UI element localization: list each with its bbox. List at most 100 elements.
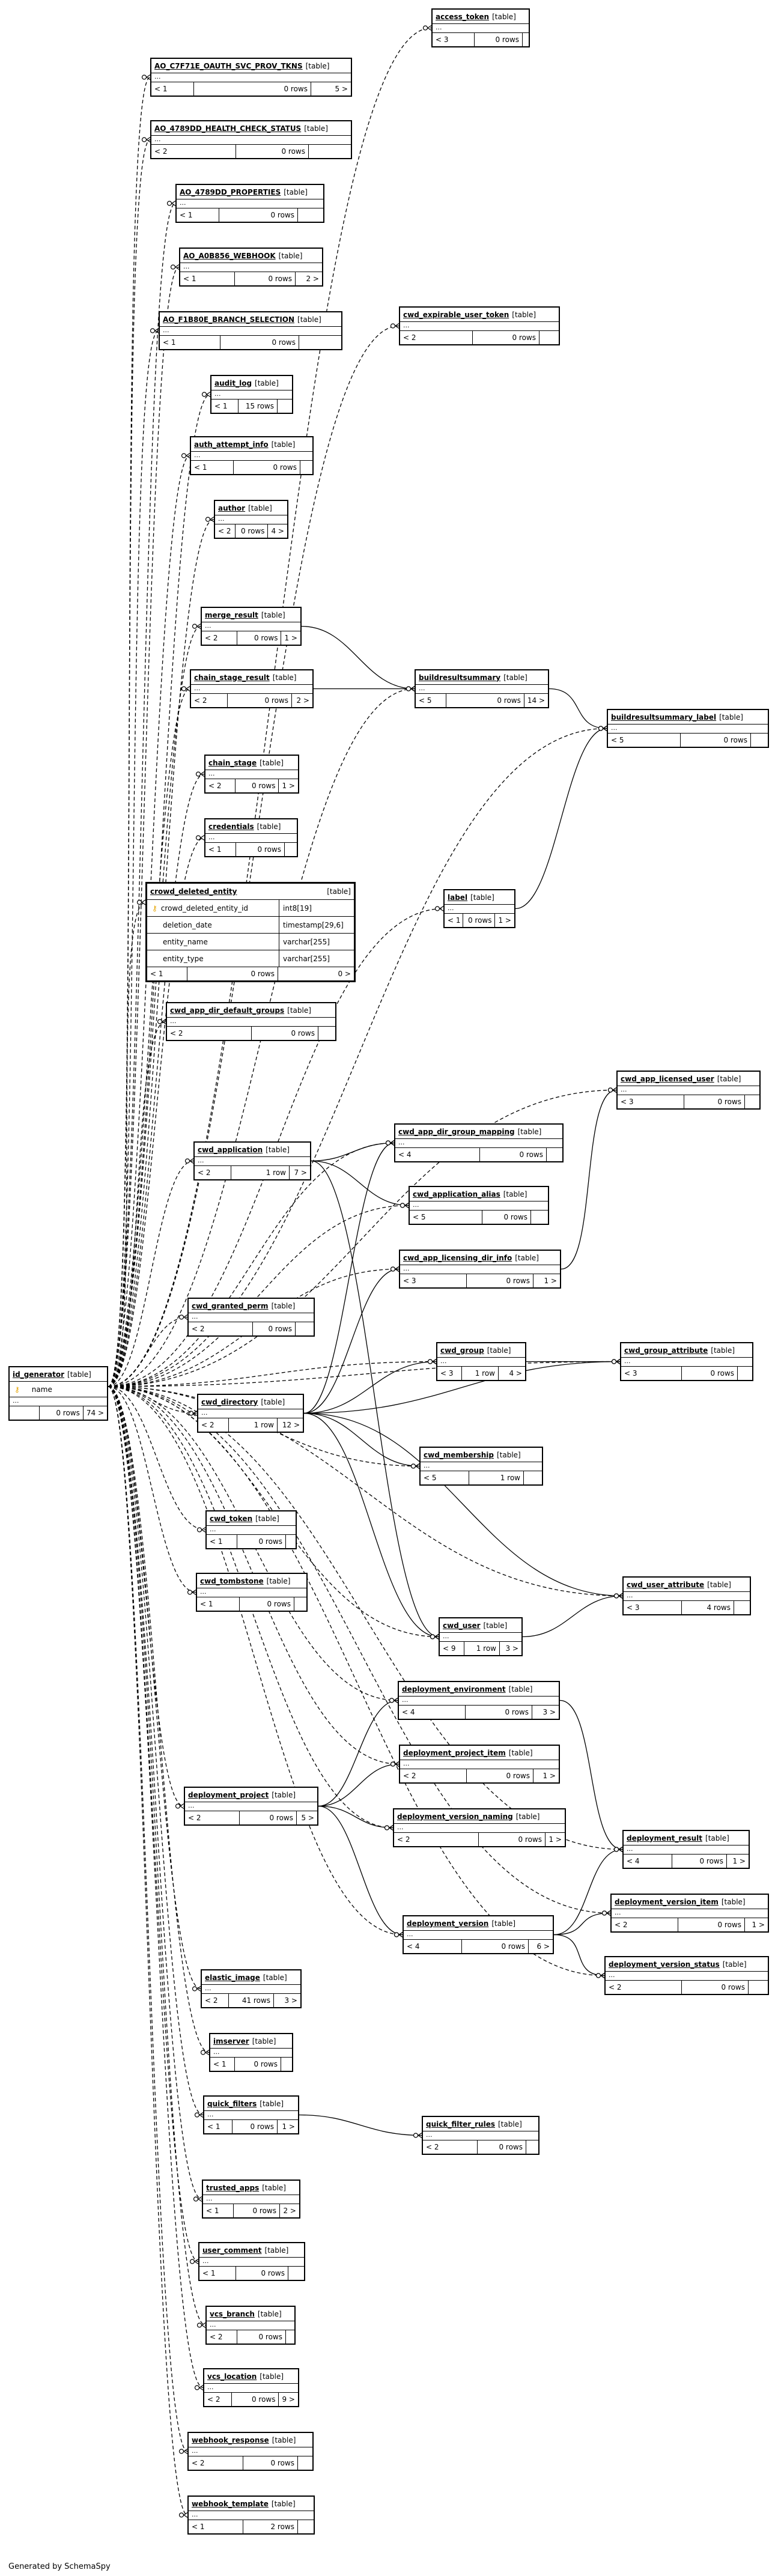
table-name[interactable]: cwd_application_alias xyxy=(413,1189,500,1198)
table-name[interactable]: trusted_apps xyxy=(206,2183,260,2192)
table-name[interactable]: user_comment xyxy=(202,2246,262,2255)
table-name[interactable]: cwd_expirable_user_token xyxy=(403,310,509,319)
table-name[interactable]: audit_log xyxy=(214,378,252,387)
table-name[interactable]: deployment_project_item xyxy=(403,1748,506,1757)
table-cwd-app-licensing-dir-info[interactable]: cwd_app_licensing_dir_info[table] ... < … xyxy=(399,1250,561,1289)
table-name[interactable]: deployment_version_naming xyxy=(397,1812,513,1821)
table-ao-4789dd-health-check-status[interactable]: AO_4789DD_HEALTH_CHECK_STATUS[table] ...… xyxy=(150,120,352,159)
table-name[interactable]: quick_filters xyxy=(207,2099,257,2108)
table-name[interactable]: merge_result xyxy=(205,610,258,619)
table-name[interactable]: cwd_app_licensed_user xyxy=(621,1074,714,1083)
table-name[interactable]: deployment_result xyxy=(627,1833,703,1842)
table-name[interactable]: cwd_user xyxy=(443,1621,481,1630)
table-name[interactable]: vcs_branch xyxy=(210,2309,255,2318)
table-name[interactable]: webhook_template xyxy=(192,2499,269,2508)
table-name[interactable]: deployment_environment xyxy=(402,1684,506,1694)
table-name[interactable]: cwd_membership xyxy=(424,1450,494,1459)
table-name[interactable]: cwd_group xyxy=(440,1346,484,1355)
table-name[interactable]: quick_filter_rules xyxy=(426,2119,495,2128)
table-name[interactable]: deployment_version xyxy=(407,1919,489,1928)
table-crowd-deleted-entity[interactable]: crowd_deleted_entity[table] ⚷crowd_delet… xyxy=(145,882,356,982)
table-name[interactable]: chain_stage_result xyxy=(194,673,270,682)
table-name[interactable]: deployment_version_item xyxy=(615,1897,719,1906)
table-name[interactable]: imserver xyxy=(213,2037,249,2046)
table-name[interactable]: cwd_directory xyxy=(201,1397,258,1406)
table-name[interactable]: deployment_version_status xyxy=(609,1960,720,1969)
table-name[interactable]: cwd_tombstone xyxy=(200,1576,264,1585)
generated-by-credit[interactable]: Generated by SchemaSpy xyxy=(8,2562,111,2571)
table-name[interactable]: vcs_location xyxy=(207,2372,257,2381)
table-name[interactable]: buildresultsummary_label xyxy=(611,712,717,721)
table-name[interactable]: elastic_image xyxy=(205,1973,260,1982)
table-ao-f1b80e-branch-selection[interactable]: AO_F1B80E_BRANCH_SELECTION[table] ... < … xyxy=(159,311,342,350)
table-deployment-version-status[interactable]: deployment_version_status[table] ... < 2… xyxy=(604,1956,769,1995)
table-name[interactable]: cwd_user_attribute xyxy=(627,1580,705,1589)
table-name[interactable]: cwd_app_dir_group_mapping xyxy=(398,1127,515,1136)
table-name[interactable]: AO_C7F71E_OAUTH_SVC_PROV_TKNS xyxy=(154,61,303,70)
table-name[interactable]: AO_F1B80E_BRANCH_SELECTION xyxy=(163,315,295,324)
table-name[interactable]: AO_4789DD_HEALTH_CHECK_STATUS xyxy=(154,124,302,133)
table-name[interactable]: AO_4789DD_PROPERTIES xyxy=(180,187,281,196)
table-name[interactable]: credentials xyxy=(208,822,254,831)
table-name[interactable]: label xyxy=(448,893,468,902)
table-name[interactable]: chain_stage xyxy=(208,758,257,767)
table-name[interactable]: webhook_response xyxy=(192,2435,269,2444)
table-name[interactable]: deployment_project xyxy=(188,1790,269,1799)
table-name[interactable]: author xyxy=(218,503,246,512)
table-name[interactable]: cwd_token xyxy=(210,1514,253,1523)
table-name[interactable]: auth_attempt_info xyxy=(194,440,269,449)
table-name[interactable]: cwd_group_attribute xyxy=(624,1346,708,1355)
table-name[interactable]: cwd_application xyxy=(198,1145,263,1154)
table-cwd-app-dir-group-mapping[interactable]: cwd_app_dir_group_mapping[table] ... < 4… xyxy=(394,1123,564,1162)
table-name[interactable]: cwd_app_licensing_dir_info xyxy=(403,1253,512,1262)
table-name[interactable]: cwd_granted_perm xyxy=(192,1301,269,1310)
table-ao-c7f71e-oauth-svc-prov-tkns[interactable]: AO_C7F71E_OAUTH_SVC_PROV_TKNS[table] ...… xyxy=(150,58,352,97)
table-name[interactable]: buildresultsummary xyxy=(419,673,501,682)
table-deployment-version-naming[interactable]: deployment_version_naming[table] ... < 2… xyxy=(393,1808,566,1847)
table-name[interactable]: access_token xyxy=(436,12,490,21)
table-name[interactable]: crowd_deleted_entity xyxy=(150,887,237,896)
table-cwd-app-dir-default-groups[interactable]: cwd_app_dir_default_groups[table] ... < … xyxy=(166,1002,336,1041)
